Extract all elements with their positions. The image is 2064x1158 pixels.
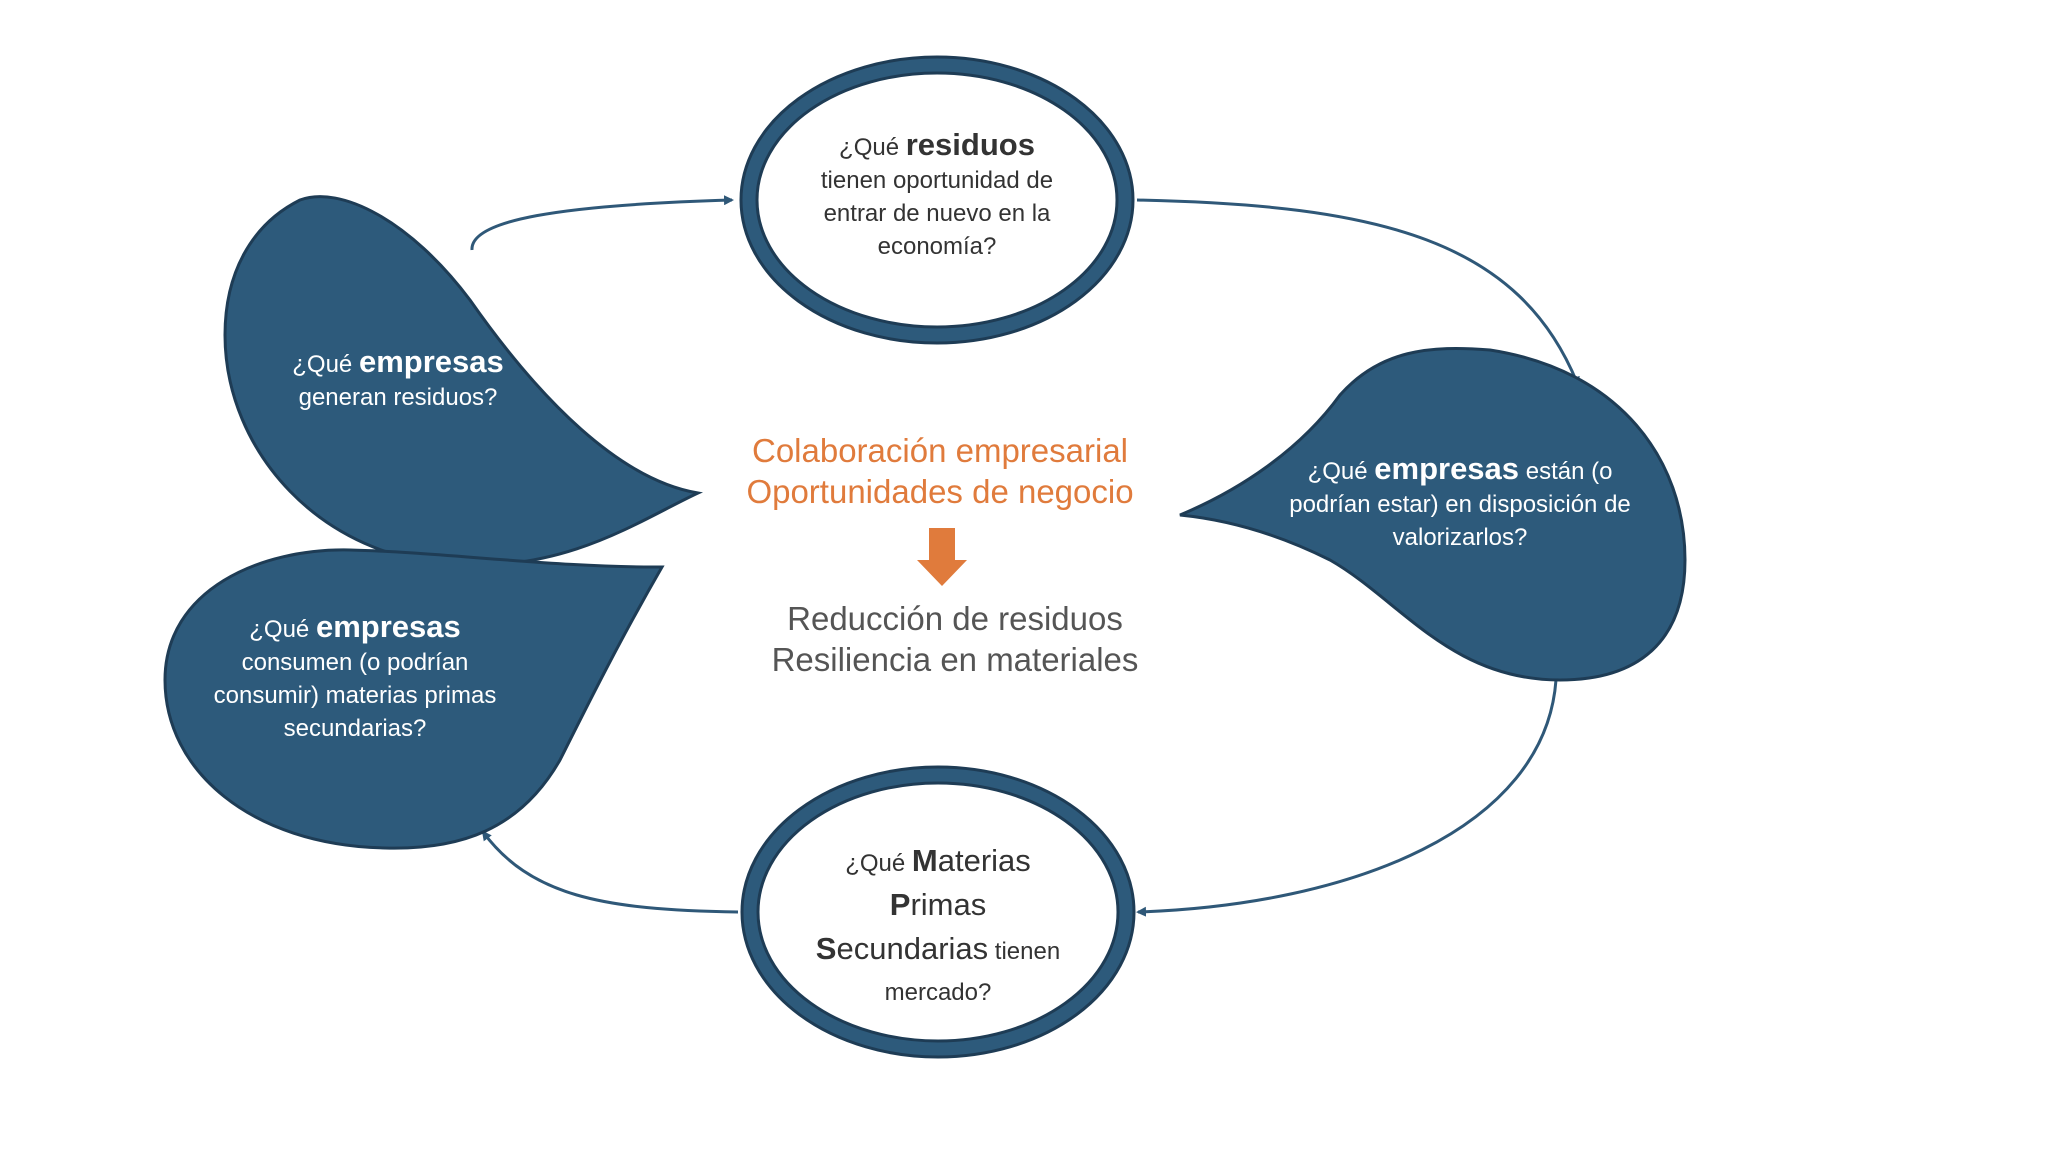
node-mps-p-bold: P	[889, 887, 911, 922]
node-mps-s-bold: S	[815, 931, 837, 966]
node-valorizar-text: ¿Qué empresas están (o podrían estar) en…	[1285, 452, 1635, 554]
node-mps-last: mercado?	[884, 979, 992, 1006]
node-mps-s-rest: ecundarias	[836, 931, 989, 966]
node-residuos-text: ¿Qué residuos tienen oportunidad de entr…	[787, 128, 1087, 263]
node-residuos-inner	[755, 71, 1119, 329]
node-mps-m-bold: M	[911, 843, 938, 878]
arrow-generan-to-residuos	[470, 195, 734, 251]
node-valorizar-rest: podrían estar) en disposición de valoriz…	[1289, 491, 1631, 551]
center-line3: Reducción de residuos	[787, 600, 1123, 637]
node-valorizar-pre: ¿Qué	[1307, 458, 1375, 485]
node-consumen-pre: ¿Qué	[249, 616, 316, 643]
node-valorizar	[1179, 346, 1687, 682]
center-down-arrow	[917, 528, 967, 586]
node-generan-bold: empresas	[358, 344, 504, 379]
node-consumen	[163, 548, 665, 850]
node-consumen-text: ¿Qué empresas consumen (o podrían consum…	[205, 610, 505, 745]
node-mps-p-rest: rimas	[910, 887, 987, 922]
node-consumen-bold: empresas	[315, 609, 461, 644]
node-residuos-pre: ¿Qué	[839, 134, 906, 161]
node-mps-text: ¿Qué Materias Primas Secundarias tienen …	[788, 840, 1088, 1013]
arrow-mps-to-consumen	[481, 830, 739, 914]
node-generan-text: ¿Qué empresas generan residuos?	[268, 345, 528, 414]
arrow-residuos-to-valorizar	[1136, 198, 1580, 387]
node-residuos-rest: tienen oportunidad de entrar de nuevo en…	[820, 167, 1054, 260]
node-generan-rest: generan residuos?	[298, 384, 498, 411]
center-line2: Oportunidades de negocio	[746, 473, 1134, 510]
center-line4: Resiliencia en materiales	[771, 641, 1139, 678]
center-orange-text: Colaboración empresarial Oportunidades d…	[700, 430, 1180, 512]
node-generan-pre: ¿Qué	[292, 351, 359, 378]
node-valorizar-rest-inline: están (o	[1519, 458, 1613, 485]
node-residuos-bold: residuos	[905, 127, 1035, 162]
node-mps-pre: ¿Qué	[845, 850, 912, 877]
node-valorizar-bold: empresas	[1374, 451, 1520, 486]
node-mps-inner	[756, 781, 1120, 1043]
center-gray-text: Reducción de residuos Resiliencia en mat…	[715, 598, 1195, 680]
arrow-valorizar-to-mps	[1136, 679, 1558, 917]
center-line1: Colaboración empresarial	[751, 432, 1129, 469]
node-mps-s-tail: tienen	[988, 938, 1061, 965]
node-mps-m-rest: aterias	[937, 843, 1031, 878]
node-consumen-rest: consumen (o podrían consumir) materias p…	[213, 649, 497, 742]
